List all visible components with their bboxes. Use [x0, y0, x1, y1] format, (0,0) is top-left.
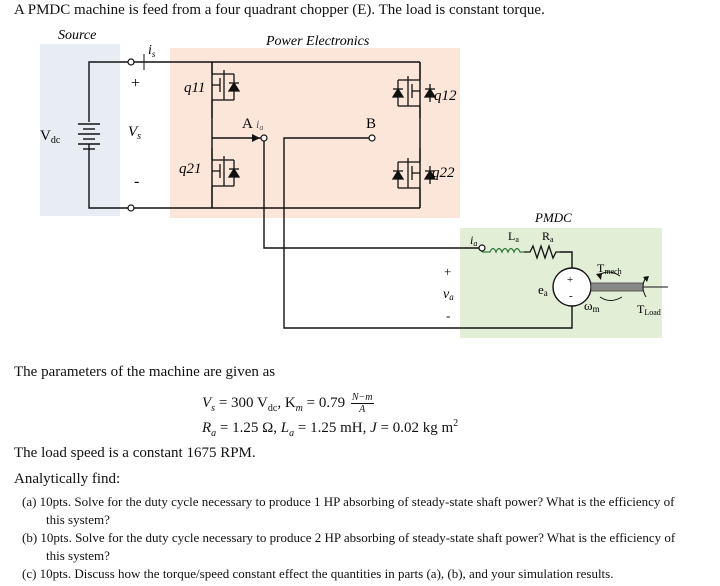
terminals — [127, 58, 486, 252]
params-intro: The parameters of the machine are given … — [14, 364, 276, 380]
tload-arrowhead-icon — [643, 276, 649, 282]
q11-label: q11 — [184, 80, 205, 96]
speed-statement: The load speed is a constant 1675 RPM. — [14, 445, 256, 461]
tmech-arrowhead-icon — [596, 273, 602, 280]
ia-label: ia — [256, 117, 263, 132]
switch-q22-icon — [391, 148, 437, 208]
vs-plus: + — [131, 75, 140, 92]
source-label: Source — [58, 28, 96, 43]
is-label: is — [148, 43, 156, 59]
tmech-label: Tmech — [597, 261, 622, 276]
va-label: va — [443, 287, 454, 302]
find-heading: Analytically find: — [14, 471, 121, 487]
circuit-diagram: Source Power Electronics PMDC — [40, 28, 668, 338]
node-a-label: A — [242, 116, 253, 132]
pmdc-label: PMDC — [534, 210, 572, 225]
node-b-label: B — [366, 116, 376, 132]
question-a-line-2: this system? — [46, 512, 110, 527]
q21-label: q21 — [179, 161, 202, 177]
ra-label: Ra — [542, 229, 554, 244]
question-b-line-1: (b) 10pts. Solve for the duty cycle nece… — [22, 530, 676, 545]
q22-label: q22 — [432, 165, 455, 181]
question-a-line-1: (a) 10pts. Solve for the duty cycle nece… — [22, 494, 675, 509]
motor-minus: - — [569, 290, 573, 302]
question-b-line-2: this system? — [46, 548, 110, 563]
question-c-line-1: (c) 10pts. Discuss how the torque/speed … — [22, 566, 614, 581]
switch-q11-icon — [211, 62, 241, 118]
power-electronics-label: Power Electronics — [265, 34, 370, 49]
ia-arrow-icon — [252, 134, 260, 142]
omega-label: ωm — [584, 298, 600, 314]
power-electronics-region — [170, 48, 460, 218]
shaft — [590, 282, 644, 292]
ea-label: ea — [538, 282, 548, 298]
battery-icon — [78, 123, 100, 152]
va-minus: - — [446, 308, 450, 323]
va-plus: + — [444, 264, 451, 279]
inductor-icon — [482, 247, 524, 254]
wires — [88, 61, 573, 329]
vs-minus: - — [134, 173, 139, 190]
resistor-icon — [524, 243, 560, 261]
switch-q12-icon — [391, 62, 437, 118]
q12-label: q12 — [434, 88, 457, 104]
problem-title: A PMDC machine is feed from a four quadr… — [14, 2, 545, 18]
vdc-label: Vdc — [40, 128, 61, 146]
omega-arrow-icon — [599, 296, 623, 301]
motor-plus: + — [567, 274, 573, 286]
ia-motor-label: ia — [470, 233, 477, 248]
tload-label: TLoad — [637, 302, 661, 317]
la-label: La — [508, 229, 519, 244]
equation-line-2: Ra = 1.25 Ω, La = 1.25 mH, J = 0.02 kg m… — [202, 418, 459, 439]
source-region — [40, 44, 120, 216]
switch-q21-icon — [211, 148, 241, 208]
vs-label: Vs — [128, 124, 141, 142]
